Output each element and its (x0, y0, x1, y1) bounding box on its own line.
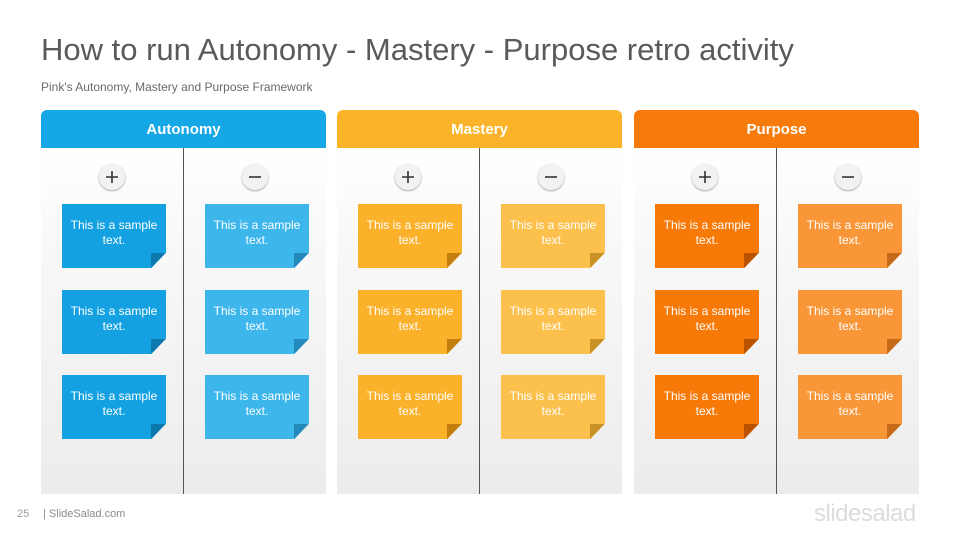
group-autonomy: Autonomy This is a sample text. This is … (41, 110, 326, 494)
sticky-note: This is a sample text. (501, 375, 605, 439)
sticky-note-text: This is a sample text. (213, 389, 301, 418)
note-fold (447, 424, 462, 439)
brand-logo: slidesalad (814, 500, 916, 527)
sticky-note-text: This is a sample text. (366, 389, 454, 418)
sticky-note-text: This is a sample text. (70, 304, 158, 333)
minus-column: This is a sample text. This is a sample … (480, 148, 622, 494)
sticky-note: This is a sample text. (501, 290, 605, 354)
note-fold (294, 424, 309, 439)
minus-icon[interactable] (835, 164, 861, 190)
note-fold (887, 339, 902, 354)
note-fold (294, 253, 309, 268)
plus-column: This is a sample text. This is a sample … (634, 148, 776, 494)
sticky-note: This is a sample text. (798, 375, 902, 439)
note-fold (590, 253, 605, 268)
sticky-note-text: This is a sample text. (509, 304, 597, 333)
note-fold (887, 253, 902, 268)
plus-icon[interactable] (99, 164, 125, 190)
column-divider (479, 148, 480, 494)
sticky-note: This is a sample text. (205, 290, 309, 354)
sticky-note-text: This is a sample text. (70, 218, 158, 247)
group-header-purpose: Purpose (634, 110, 919, 148)
sticky-note-text: This is a sample text. (213, 218, 301, 247)
footer-site-link[interactable]: | SlideSalad.com (43, 508, 126, 520)
sticky-note-text: This is a sample text. (806, 218, 894, 247)
note-fold (887, 424, 902, 439)
plus-icon[interactable] (692, 164, 718, 190)
note-fold (447, 339, 462, 354)
group-body: This is a sample text. This is a sample … (41, 148, 326, 494)
minus-icon[interactable] (538, 164, 564, 190)
note-fold (590, 424, 605, 439)
sticky-note-text: This is a sample text. (509, 389, 597, 418)
sticky-note-text: This is a sample text. (663, 218, 751, 247)
column-divider (183, 148, 184, 494)
sticky-note: This is a sample text. (655, 290, 759, 354)
page-number: 25 (17, 508, 30, 520)
sticky-note: This is a sample text. (501, 204, 605, 268)
note-fold (590, 339, 605, 354)
note-fold (447, 253, 462, 268)
column-divider (776, 148, 777, 494)
sticky-note-text: This is a sample text. (366, 218, 454, 247)
group-body: This is a sample text. This is a sample … (337, 148, 622, 494)
sticky-note: This is a sample text. (62, 375, 166, 439)
minus-column: This is a sample text. This is a sample … (777, 148, 919, 494)
sticky-note: This is a sample text. (358, 204, 462, 268)
sticky-note: This is a sample text. (358, 375, 462, 439)
minus-column: This is a sample text. This is a sample … (184, 148, 326, 494)
sticky-note: This is a sample text. (358, 290, 462, 354)
sticky-note: This is a sample text. (62, 290, 166, 354)
sticky-note-text: This is a sample text. (663, 304, 751, 333)
note-fold (744, 424, 759, 439)
sticky-note-text: This is a sample text. (70, 389, 158, 418)
sticky-note-text: This is a sample text. (366, 304, 454, 333)
slide-title: How to run Autonomy - Mastery - Purpose … (41, 32, 794, 67)
note-fold (294, 339, 309, 354)
sticky-note-text: This is a sample text. (213, 304, 301, 333)
sticky-note: This is a sample text. (205, 375, 309, 439)
sticky-note-text: This is a sample text. (806, 304, 894, 333)
group-mastery: Mastery This is a sample text. This is a… (337, 110, 622, 494)
plus-column: This is a sample text. This is a sample … (41, 148, 183, 494)
plus-column: This is a sample text. This is a sample … (337, 148, 479, 494)
note-fold (744, 339, 759, 354)
sticky-note: This is a sample text. (655, 204, 759, 268)
sticky-note: This is a sample text. (655, 375, 759, 439)
plus-icon[interactable] (395, 164, 421, 190)
sticky-note: This is a sample text. (798, 290, 902, 354)
sticky-note: This is a sample text. (205, 204, 309, 268)
group-purpose: Purpose This is a sample text. This is a… (634, 110, 919, 494)
note-fold (744, 253, 759, 268)
sticky-note-text: This is a sample text. (509, 218, 597, 247)
note-fold (151, 253, 166, 268)
group-body: This is a sample text. This is a sample … (634, 148, 919, 494)
minus-icon[interactable] (242, 164, 268, 190)
sticky-note-text: This is a sample text. (806, 389, 894, 418)
sticky-note-text: This is a sample text. (663, 389, 751, 418)
slide-subtitle: Pink's Autonomy, Mastery and Purpose Fra… (41, 80, 313, 94)
group-header-mastery: Mastery (337, 110, 622, 148)
note-fold (151, 339, 166, 354)
note-fold (151, 424, 166, 439)
group-header-autonomy: Autonomy (41, 110, 326, 148)
sticky-note: This is a sample text. (62, 204, 166, 268)
sticky-note: This is a sample text. (798, 204, 902, 268)
